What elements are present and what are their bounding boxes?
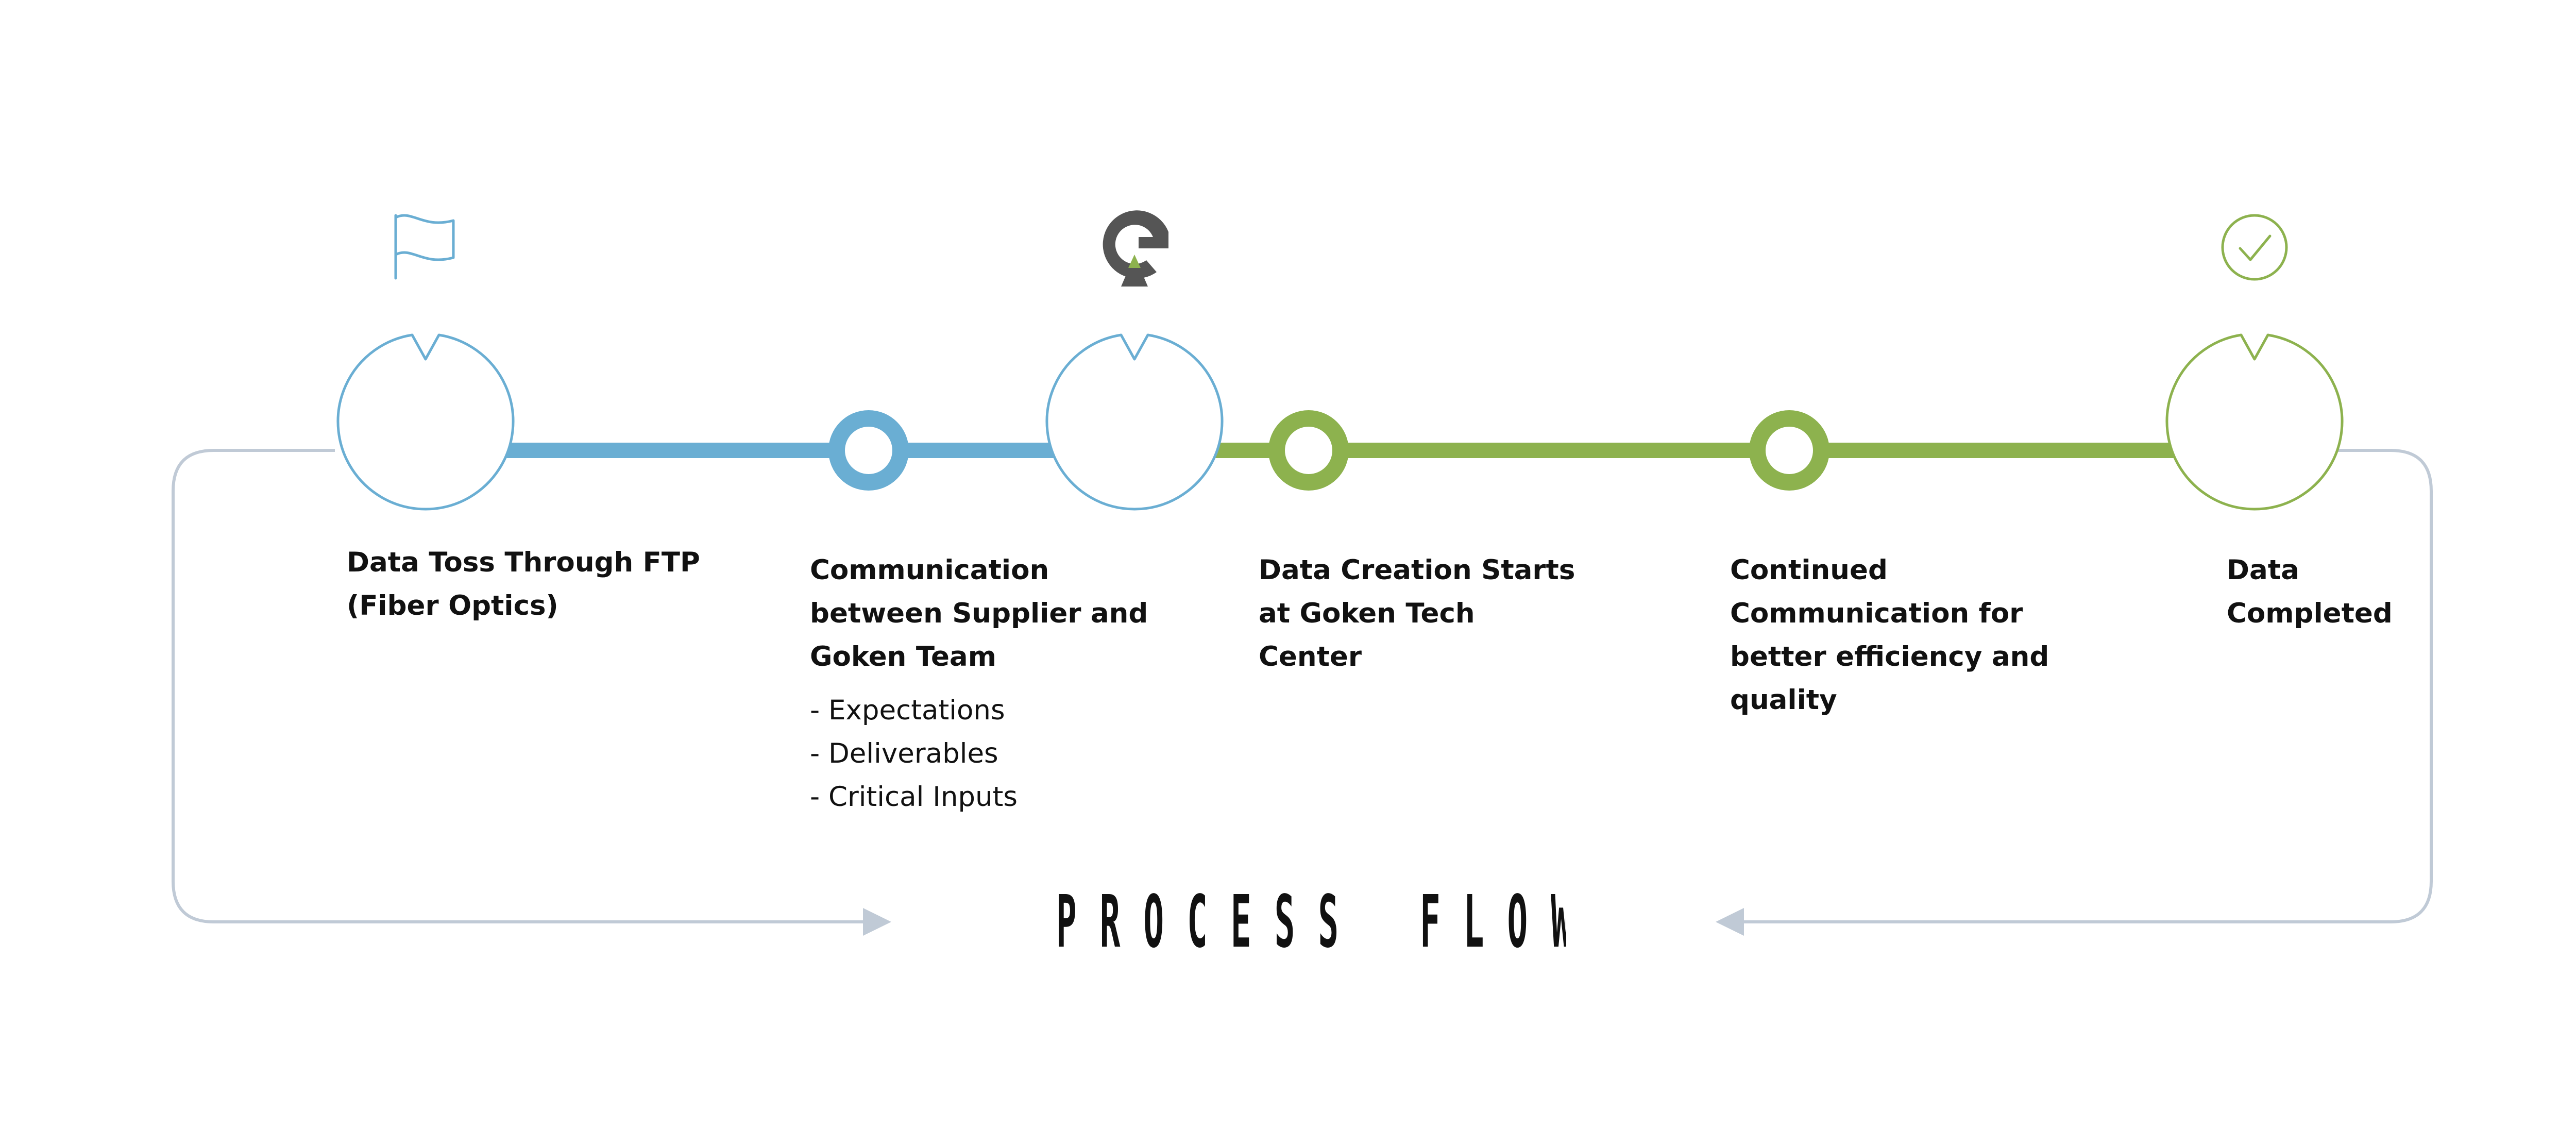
step-4-title-line-4: quality	[1730, 684, 1837, 716]
step-4-title-line-2: Communication for	[1730, 598, 2023, 629]
step-3-title: Data Creation Starts at Goken Tech Cente…	[1259, 549, 1575, 679]
flag-icon	[394, 214, 455, 280]
step-5-title-line-2: Completed	[2227, 598, 2393, 629]
step-3-title-line-2: at Goken Tech	[1259, 598, 1475, 629]
step-1-title: Data Toss Through FTP (Fiber Optics)	[347, 541, 700, 628]
pin-goken	[1045, 210, 1224, 511]
step-3-title-line-1: Data Creation Starts	[1259, 554, 1575, 586]
step-2-item-deliverables: - Deliverables	[810, 738, 998, 769]
loop-right-connector	[1741, 449, 2433, 923]
pin-flag	[336, 214, 515, 511]
step-2-item-critical-inputs: - Critical Inputs	[810, 781, 1018, 813]
step-5-label: Data Completed	[2227, 549, 2393, 635]
step-4-title-line-3: better efficiency and	[1730, 641, 2049, 672]
arrow-right-icon	[863, 908, 891, 936]
step-1-title-line-1: Data Toss Through FTP	[347, 547, 700, 578]
loop-left-connector	[172, 449, 866, 923]
step-3-label: Data Creation Starts at Goken Tech Cente…	[1259, 549, 1575, 679]
step-3-title-line-3: Center	[1259, 641, 1362, 672]
diagram-title-text: PROCESS FLOW	[1056, 880, 1566, 964]
node-4	[1749, 410, 1829, 491]
node-2	[828, 410, 909, 491]
step-2-title-line-2: between Supplier and	[810, 598, 1148, 629]
arrow-left-icon	[1716, 908, 1744, 936]
step-5-title-line-1: Data	[2227, 554, 2299, 586]
pin-check	[2165, 214, 2344, 511]
step-2-items: - Expectations - Deliverables - Critical…	[810, 689, 1148, 819]
node-3	[1268, 410, 1349, 491]
check-circle-icon	[2221, 214, 2288, 281]
step-2-title-line-3: Goken Team	[810, 641, 996, 672]
goken-logo-icon	[1103, 210, 1168, 287]
step-5-title: Data Completed	[2227, 549, 2393, 635]
step-4-title-line-1: Continued	[1730, 554, 1888, 586]
step-1-title-line-2: (Fiber Optics)	[347, 590, 558, 621]
step-2-title-line-1: Communication	[810, 554, 1049, 586]
step-2-title: Communication between Supplier and Goken…	[810, 549, 1148, 679]
step-4-label: Continued Communication for better effic…	[1730, 549, 2049, 722]
diagram-title: PROCESS FLOW	[1056, 879, 1566, 966]
step-4-title: Continued Communication for better effic…	[1730, 549, 2049, 722]
step-2-item-expectations: - Expectations	[810, 695, 1005, 726]
step-1-label: Data Toss Through FTP (Fiber Optics)	[347, 541, 700, 628]
step-2-label: Communication between Supplier and Goken…	[810, 549, 1148, 819]
